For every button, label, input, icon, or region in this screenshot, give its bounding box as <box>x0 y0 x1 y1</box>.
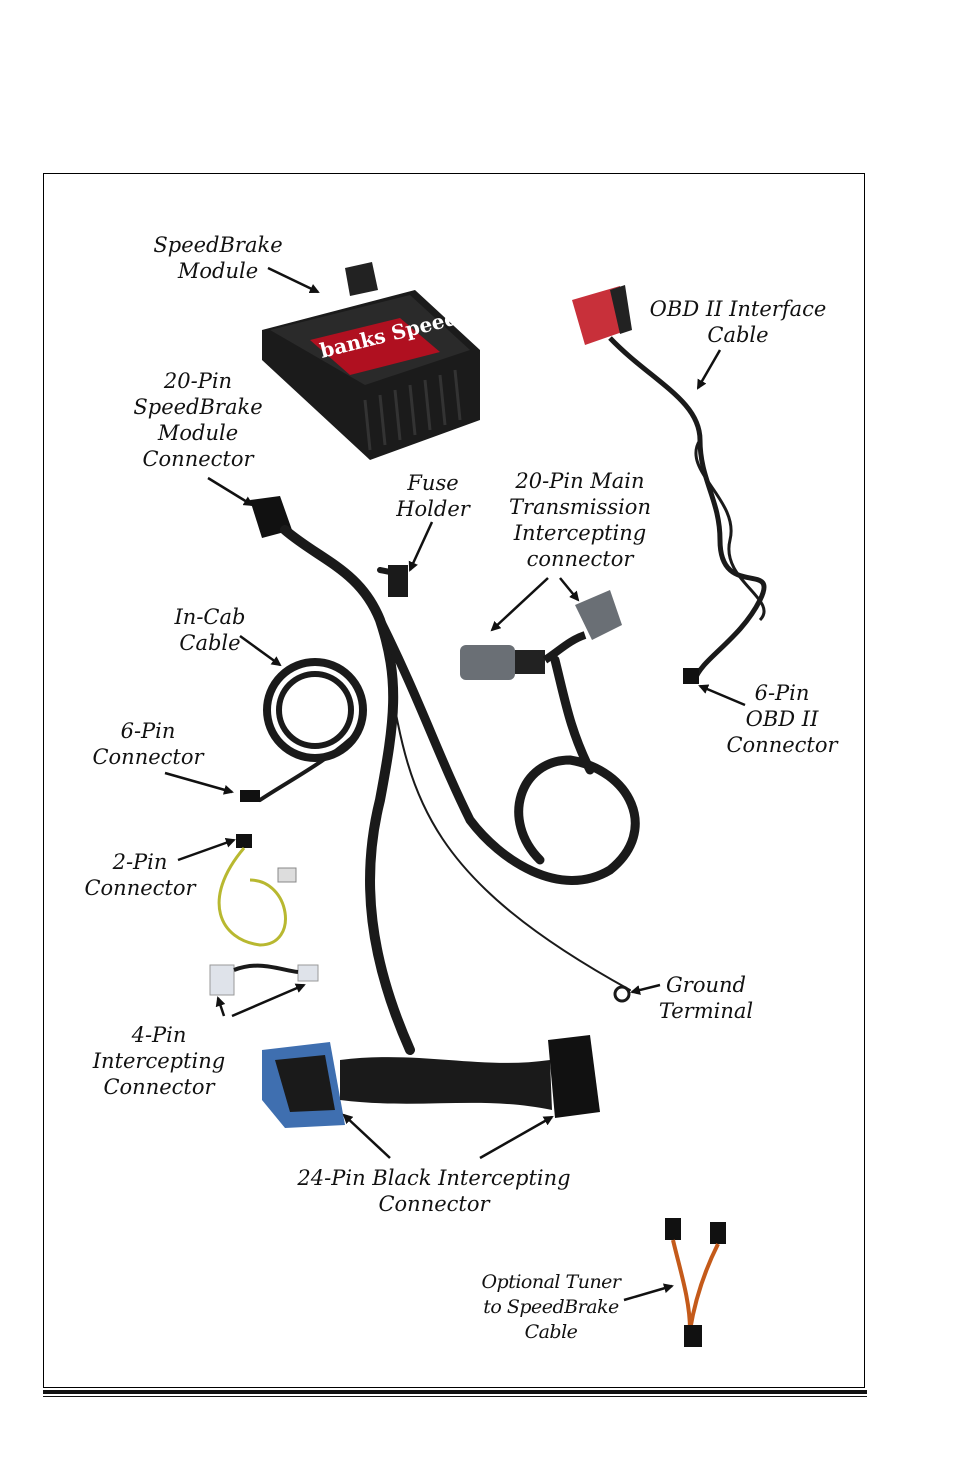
pigtail-connectors <box>209 790 631 1003</box>
optional-tuner-cable <box>665 1218 726 1347</box>
main-harness <box>250 496 640 1055</box>
callout-arrows <box>164 266 746 1302</box>
footer-rule <box>43 1390 867 1394</box>
black-24pin-harness <box>262 1035 600 1128</box>
footer-rule-thin <box>43 1396 867 1397</box>
transmission-connectors <box>460 590 622 680</box>
obd-interface-cable <box>572 285 767 684</box>
speedbrake-module: banks SpeedBrake <box>262 262 525 460</box>
